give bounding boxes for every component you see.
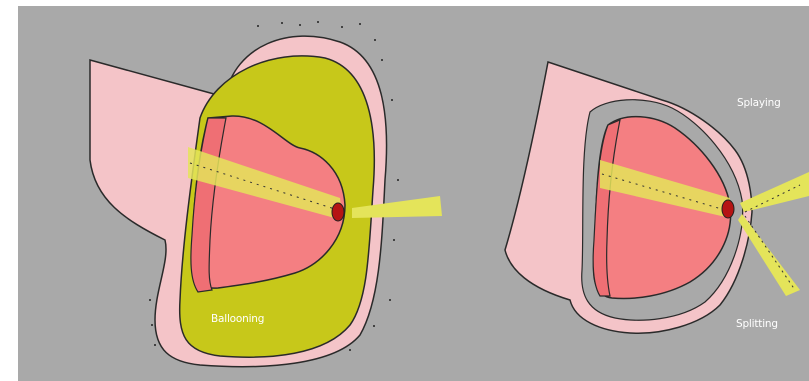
bubble-left	[332, 203, 344, 221]
bubble-right	[722, 200, 734, 218]
ballooning-label: Ballooning	[211, 313, 264, 325]
splaying-label: Splaying	[737, 97, 781, 109]
splitting-label: Splitting	[736, 318, 778, 330]
